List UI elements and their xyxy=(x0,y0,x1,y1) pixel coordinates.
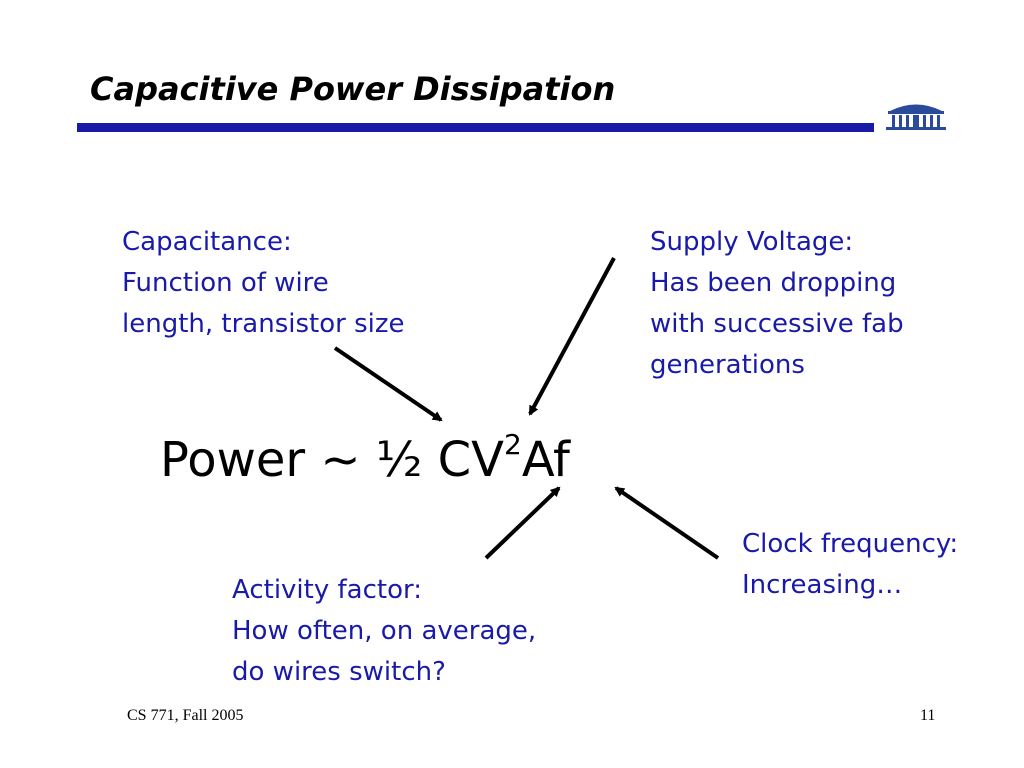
power-formula: Power ~ ½ CV2Af xyxy=(160,430,570,490)
capacitance-line-2: length, transistor size xyxy=(122,309,405,339)
supply-voltage-arrow xyxy=(528,257,616,416)
activity-factor-note: Activity factor: How often, on average, … xyxy=(232,570,536,693)
supply-voltage-note: Supply Voltage: Has been dropping with s… xyxy=(650,222,904,386)
supply-voltage-line-3: generations xyxy=(650,350,805,380)
capacitance-heading: Capacitance: xyxy=(122,227,292,257)
capacitance-line-1: Function of wire xyxy=(122,268,329,298)
formula-main: Power ~ ½ CV xyxy=(160,432,504,488)
activity-factor-line-1: How often, on average, xyxy=(232,616,537,646)
activity-factor-line-2: do wires switch? xyxy=(232,657,446,687)
clock-frequency-arrow xyxy=(614,486,720,560)
clock-frequency-note: Clock frequency: Increasing… xyxy=(742,524,958,606)
supply-voltage-line-1: Has been dropping xyxy=(650,268,897,298)
activity-factor-arrow xyxy=(484,486,561,560)
footer-course: CS 771, Fall 2005 xyxy=(127,707,244,724)
activity-factor-heading: Activity factor: xyxy=(232,575,422,605)
formula-exponent: 2 xyxy=(504,428,522,461)
clock-frequency-heading: Clock frequency: xyxy=(742,529,959,559)
capacitance-arrow xyxy=(333,346,443,422)
title-underline xyxy=(77,123,874,132)
formula-tail: Af xyxy=(521,432,570,488)
supply-voltage-line-2: with successive fab xyxy=(650,309,904,339)
footer-page-number: 11 xyxy=(920,707,936,724)
rotunda-icon xyxy=(886,104,946,130)
clock-frequency-line-1: Increasing… xyxy=(742,570,903,600)
slide-title: Capacitive Power Dissipation xyxy=(90,70,616,108)
supply-voltage-heading: Supply Voltage: xyxy=(650,227,854,257)
capacitance-note: Capacitance: Function of wire length, tr… xyxy=(122,222,404,345)
